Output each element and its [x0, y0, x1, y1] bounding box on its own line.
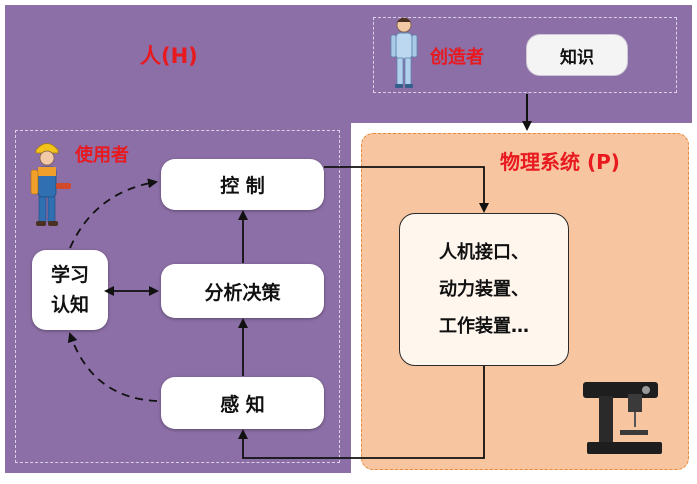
analyze-decide-node: 分析决策 [161, 264, 324, 318]
dashed-arrow-perceive-to-learn [67, 332, 158, 402]
creator-person-icon [390, 17, 418, 88]
cognize-label: 认知 [50, 294, 89, 316]
user-label: 使用者 [75, 145, 129, 166]
learn-cognize-node: 学习 认知 [32, 250, 108, 330]
knowledge-label: 知识 [560, 47, 594, 68]
power-device-label: 动力装置、 [439, 279, 529, 300]
analyze-decide-label: 分析决策 [204, 281, 281, 304]
control-label: 控 制 [220, 175, 265, 197]
control-node: 控 制 [161, 159, 324, 210]
learn-label: 学习 [50, 264, 89, 286]
perceive-node: 感 知 [161, 377, 324, 429]
perceive-label: 感 知 [220, 393, 265, 416]
work-device-label: 工作装置… [439, 316, 529, 337]
creator-group [373, 17, 677, 93]
arrow-physical-to-perceive [238, 366, 485, 459]
user-group [15, 130, 340, 463]
arrow-control-to-physical [324, 166, 489, 213]
hmi-label: 人机接口、 [439, 242, 529, 263]
human-title: 人(H) [140, 44, 198, 68]
knowledge-node: 知识 [526, 34, 628, 76]
physical-system-title: 物理系统 (P) [500, 150, 620, 174]
physical-system-box: 人机接口、 动力装置、 工作装置… [399, 213, 569, 366]
worker-person-icon [30, 143, 71, 226]
machine-icon [583, 382, 662, 454]
creator-label: 创造者 [430, 47, 484, 68]
dashed-arrow-learn-to-control [69, 178, 158, 249]
